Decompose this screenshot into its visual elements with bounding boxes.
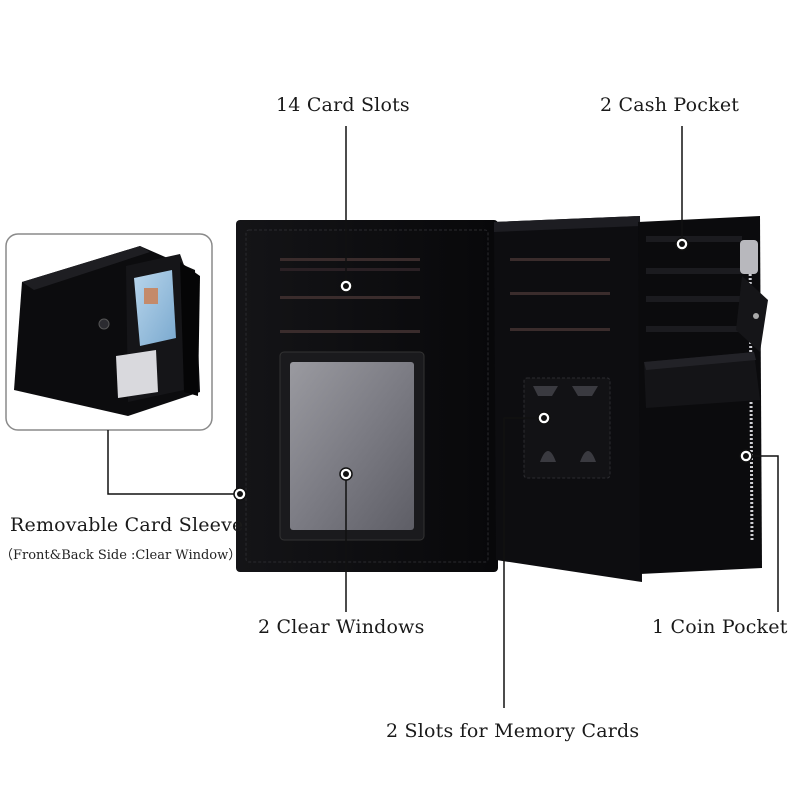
card-sleeve-label: Removable Card Sleeve [10, 514, 244, 536]
memory-slots-label: 2 Slots for Memory Cards [386, 720, 640, 742]
inset-closed-wallet [5, 233, 213, 431]
callout-lines [107, 126, 779, 708]
card-slots-label: 14 Card Slots [276, 94, 410, 116]
cash-pocket-label: 2 Cash Pocket [600, 94, 740, 116]
card-sleeve-note: （Front&Back Side :Clear Window） [0, 548, 242, 563]
right-panel [638, 216, 768, 574]
coin-pocket-label: 1 Coin Pocket [652, 616, 788, 638]
middle-panel [494, 216, 642, 582]
left-panel [236, 220, 498, 572]
clear-windows-label: 2 Clear Windows [258, 616, 425, 638]
